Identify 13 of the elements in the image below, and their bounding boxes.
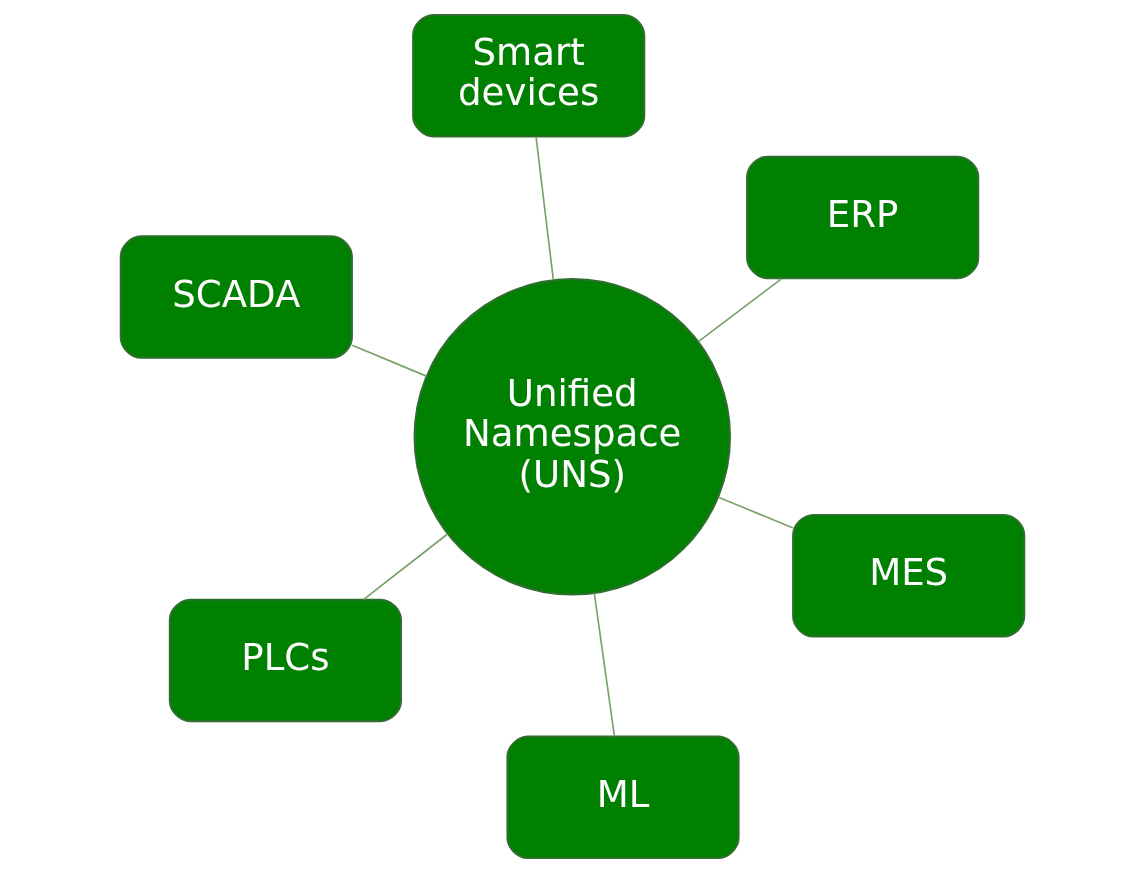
- node-box: PLCs: [168, 598, 402, 723]
- connector: [535, 135, 555, 281]
- connector: [717, 496, 794, 529]
- node-box: Smart devices: [412, 14, 646, 138]
- connector: [362, 533, 449, 601]
- node-circle: Unified Namespace (UNS): [413, 278, 732, 596]
- node-box: MES: [792, 514, 1026, 638]
- node-box: ML: [506, 735, 740, 859]
- node-box: SCADA: [119, 235, 353, 359]
- node-box: ERP: [746, 155, 980, 280]
- connector: [697, 277, 783, 343]
- connector: [593, 592, 616, 738]
- connector: [351, 344, 428, 377]
